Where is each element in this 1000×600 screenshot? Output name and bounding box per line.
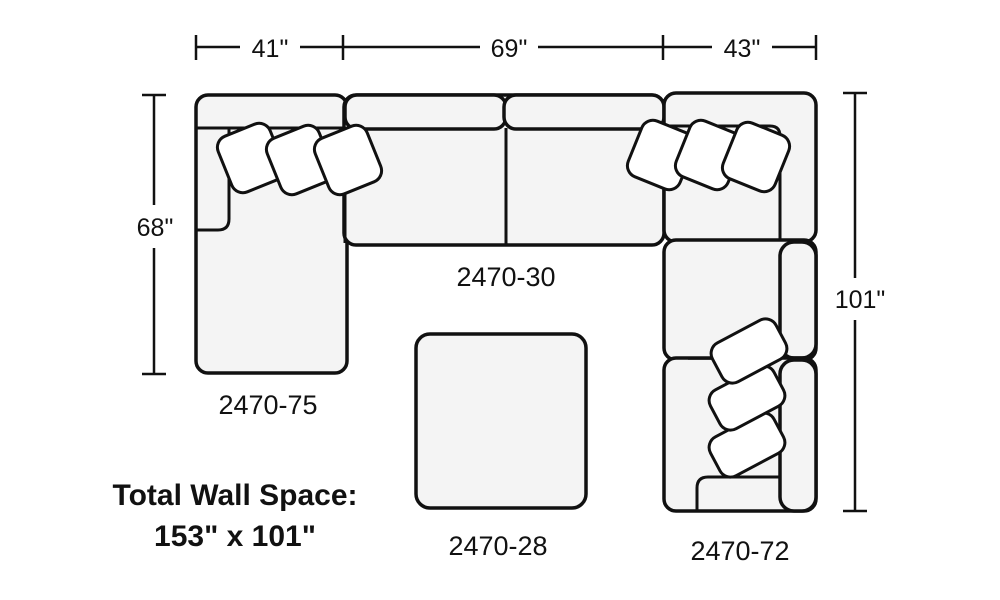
total-wall-space-title: Total Wall Space: <box>112 479 357 512</box>
depth-left-label: 68" <box>137 214 174 242</box>
pillow-left-3 <box>312 123 384 197</box>
pillow-right-3 <box>720 120 792 194</box>
width-left-label: 41" <box>252 35 289 63</box>
pillow-chaise-1 <box>709 317 789 385</box>
ottoman-piece <box>414 332 588 510</box>
model-label-right-section: 2470-72 <box>690 536 789 566</box>
width-right-label: 43" <box>724 35 761 63</box>
left-dimension-line <box>142 93 166 376</box>
top-dimension-line <box>194 35 818 60</box>
right-top-pillows <box>625 118 792 194</box>
center-section-piece <box>342 93 666 247</box>
model-label-ottoman: 2470-28 <box>448 531 547 561</box>
left-pillows <box>215 121 384 197</box>
width-middle-label: 69" <box>491 35 528 63</box>
right-dimension-line <box>843 91 867 513</box>
depth-right-label: 101" <box>835 286 886 314</box>
model-label-center-section: 2470-30 <box>456 262 555 292</box>
model-label-left-chaise: 2470-75 <box>218 390 317 420</box>
right-bottom-pillows <box>707 317 789 479</box>
total-wall-space-value: 153" x 101" <box>154 520 316 553</box>
